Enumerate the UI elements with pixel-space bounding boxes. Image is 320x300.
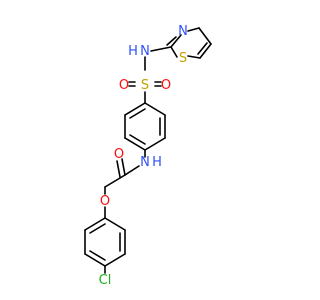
benzene-ring-central [124, 102, 166, 158]
atom-label-h-amide: H [152, 155, 162, 170]
atom-label-s-thiazole: S [179, 51, 187, 66]
benzene-ring-chlorophenyl [84, 206, 126, 274]
atom-label-h-sulfonamide: H [128, 44, 138, 59]
atom-label-o-carbonyl: O [114, 147, 124, 162]
atom-label-o-sulfonyl-right: O [161, 78, 171, 93]
thiazole-ring [166, 27, 212, 59]
atom-label-n-amide: N [140, 155, 150, 170]
atom-label-cl: Cl [99, 273, 112, 288]
chemical-structure-diagram: N H N S O S O N H O O Cl [84, 24, 212, 288]
atom-label-n-sulfonamide: N [140, 44, 150, 59]
amide-group [104, 158, 140, 195]
atom-label-n-thiazole: N [178, 24, 188, 39]
atom-label-s-sulfonyl: S [141, 78, 149, 93]
sulfonamide-group [128, 46, 172, 104]
atom-label-o-sulfonyl-left: O [119, 78, 129, 93]
atom-label-o-ether: O [100, 194, 110, 209]
